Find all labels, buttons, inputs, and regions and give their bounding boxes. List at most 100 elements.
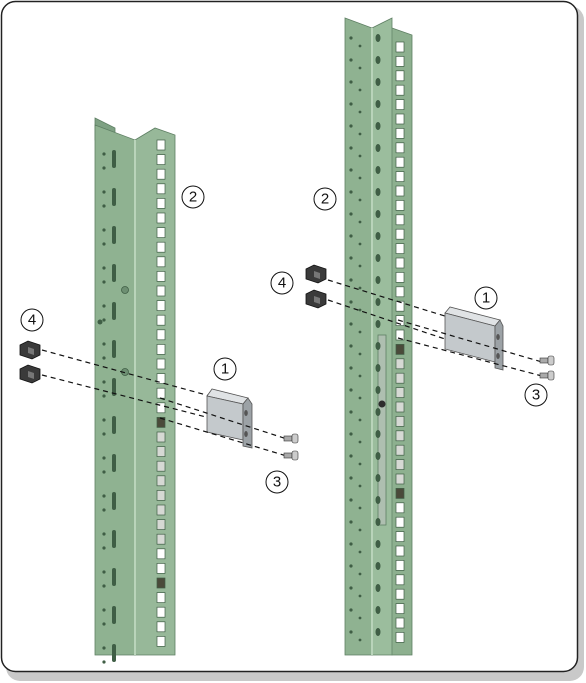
- rail-square-hole: [395, 171, 405, 182]
- rail-dot: [102, 318, 106, 322]
- rail-dot: [102, 584, 106, 588]
- rail-dot: [349, 520, 353, 524]
- rail-square-hole: [156, 592, 166, 603]
- rail-dot: [349, 630, 353, 634]
- callout-left-clips-label: 4: [28, 312, 36, 329]
- rail-slot: [112, 378, 116, 396]
- rail-slot: [375, 210, 381, 218]
- rail-dot: [349, 36, 353, 40]
- rail-square-hole: [395, 272, 405, 283]
- rail-dot: [358, 110, 362, 114]
- rail-dot: [349, 168, 353, 172]
- rail-slot: [112, 150, 116, 168]
- rail-dot: [349, 212, 353, 216]
- rail-dot: [358, 616, 362, 620]
- callout-right-clips: 4: [270, 271, 294, 295]
- callout-right-rail: 2: [313, 187, 337, 211]
- rail-dot: [358, 154, 362, 158]
- rail-slot: [375, 188, 381, 196]
- rail-square-hole: [156, 621, 166, 633]
- rail-dot: [102, 508, 106, 512]
- rail-slot: [112, 530, 116, 548]
- rail-slot: [375, 386, 381, 394]
- rail-dot: [349, 146, 353, 150]
- rail-slot: [375, 474, 381, 482]
- rail-square-hole: [156, 417, 166, 428]
- left-screws: [283, 433, 299, 461]
- rail-slot: [112, 416, 116, 434]
- right-screw-guide-lines: [397, 319, 543, 377]
- rail-square-hole: [156, 154, 166, 165]
- rail-dot: [102, 494, 106, 498]
- rail-slot: [112, 302, 116, 320]
- rail-dot: [358, 506, 362, 510]
- rail-slot: [112, 264, 116, 282]
- rail-dot: [349, 278, 353, 282]
- rail-dot: [349, 300, 353, 304]
- rail-dot: [102, 356, 106, 360]
- rail-dot: [102, 532, 106, 536]
- rail-square-hole: [156, 198, 166, 209]
- left-rail-square-holes: [156, 139, 166, 647]
- rail-dot: [102, 456, 106, 460]
- rail-slot: [375, 34, 381, 42]
- rail-dot: [349, 124, 353, 128]
- rail-dot: [349, 432, 353, 436]
- rail-square-hole: [395, 488, 405, 499]
- rail-dot: [358, 220, 362, 224]
- rail-slot: [112, 188, 116, 206]
- right-rack-rail: [344, 17, 413, 656]
- rail-slot: [375, 452, 381, 460]
- rail-dot: [358, 374, 362, 378]
- right-screws: [539, 355, 555, 381]
- left-screw-guide-lines: [159, 397, 291, 458]
- rail-dot: [358, 352, 362, 356]
- rail-dot: [358, 308, 362, 312]
- callout-left-clips: 4: [20, 308, 44, 332]
- rail-dot: [358, 528, 362, 532]
- rail-dot: [102, 570, 106, 574]
- rail-slot: [375, 78, 381, 86]
- rail-square-hole: [395, 344, 405, 355]
- rail-square-hole: [395, 228, 405, 240]
- rail-square-hole: [395, 632, 405, 643]
- right-rail-square-holes: [395, 41, 405, 643]
- rail-dot: [358, 572, 362, 576]
- rail-dot: [349, 102, 353, 106]
- rail-slot: [375, 562, 381, 570]
- rail-square-hole: [395, 142, 405, 154]
- rail-dot: [349, 80, 353, 84]
- rail-dot: [358, 462, 362, 466]
- rail-square-hole: [395, 358, 405, 370]
- rail-slot: [375, 606, 381, 614]
- rail-square-hole: [156, 300, 166, 311]
- rail-square-hole: [156, 285, 166, 297]
- rail-dot: [102, 470, 106, 474]
- rail-square-hole: [156, 373, 166, 384]
- rail-square-hole: [156, 168, 166, 180]
- rail-square-hole: [395, 113, 405, 125]
- rail-square-hole: [156, 577, 166, 589]
- rail-square-hole: [395, 185, 405, 197]
- rail-square-hole: [156, 212, 166, 224]
- rail-dot: [358, 550, 362, 554]
- rail-dot: [102, 204, 106, 208]
- rail-dot: [102, 342, 106, 346]
- rail-square-hole: [395, 41, 405, 53]
- rail-dot: [349, 476, 353, 480]
- rail-square-hole: [156, 431, 166, 443]
- rail-dot: [102, 152, 106, 156]
- rail-square-hole: [395, 459, 405, 470]
- rail-square-hole: [395, 545, 405, 557]
- rail-dot: [102, 380, 106, 384]
- rail-square-hole: [395, 128, 405, 139]
- rail-square-hole: [395, 372, 405, 384]
- rail-square-hole: [156, 387, 166, 399]
- left-clip-guide-lines: [41, 349, 211, 419]
- rail-slot: [112, 606, 116, 624]
- rail-slot: [112, 454, 116, 472]
- rail-square-hole: [156, 329, 166, 341]
- rail-square-hole: [156, 227, 166, 238]
- rail-slot: [112, 340, 116, 358]
